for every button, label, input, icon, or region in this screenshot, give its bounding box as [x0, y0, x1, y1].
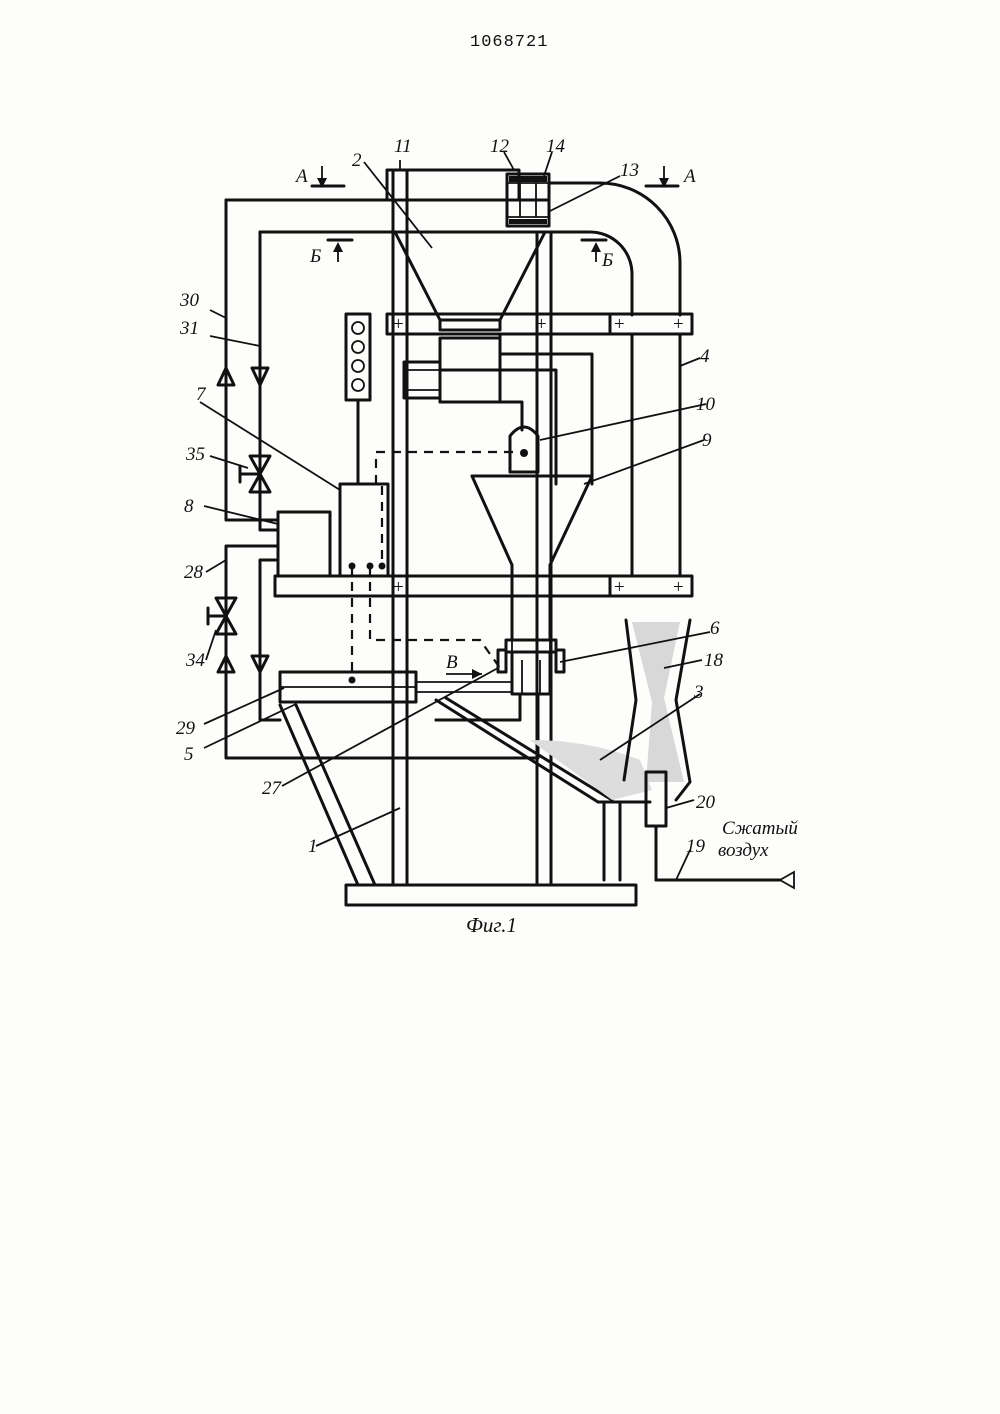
svg-text:11: 11 [394, 136, 412, 157]
valve-6 [498, 640, 564, 694]
svg-text:8: 8 [184, 496, 194, 517]
figure-caption: Фиг.1 [466, 913, 517, 937]
svg-text:+: + [673, 314, 684, 335]
svg-text:воздух: воздух [718, 840, 769, 861]
svg-text:Сжатый: Сжатый [722, 818, 798, 839]
cylinder-5 [280, 672, 512, 702]
svg-text:В: В [446, 652, 458, 673]
inner-duct [440, 334, 592, 484]
flow-arrow-b: В [446, 652, 482, 679]
valve-35 [240, 456, 270, 492]
upper-crossbeam: + + + + [387, 314, 692, 335]
svg-text:А: А [294, 166, 308, 187]
support-leg [280, 705, 375, 885]
svg-text:30: 30 [179, 290, 200, 311]
svg-text:27: 27 [262, 778, 283, 799]
signal-panel [346, 314, 370, 484]
svg-text:10: 10 [696, 394, 716, 415]
svg-text:31: 31 [179, 318, 199, 339]
svg-text:9: 9 [702, 430, 712, 451]
svg-text:14: 14 [546, 136, 566, 157]
svg-text:4: 4 [700, 346, 710, 367]
svg-text:3: 3 [693, 682, 704, 703]
sensor-10 [510, 427, 538, 472]
svg-text:19: 19 [686, 836, 706, 857]
svg-text:7: 7 [196, 384, 207, 405]
svg-text:6: 6 [710, 618, 720, 639]
svg-text:34: 34 [185, 650, 206, 671]
svg-text:Б: Б [601, 250, 613, 271]
valve-34 [208, 598, 236, 634]
base-plate [346, 885, 636, 905]
valve-block-8 [278, 512, 330, 576]
hopper-9 [472, 476, 592, 640]
svg-text:28: 28 [184, 562, 204, 583]
svg-text:13: 13 [620, 160, 639, 181]
section-markers: А А Б Б [294, 166, 696, 271]
svg-text:12: 12 [490, 136, 510, 157]
svg-text:2: 2 [352, 150, 362, 171]
svg-text:+: + [614, 314, 625, 335]
part-labels: 11 2 12 14 13 4 7 10 9 30 31 35 8 28 34 … [176, 136, 724, 857]
svg-text:5: 5 [184, 744, 194, 765]
svg-text:18: 18 [704, 650, 724, 671]
air-supply-label: Сжатый воздух [718, 818, 798, 861]
svg-text:1: 1 [308, 836, 318, 857]
outer-duct [549, 183, 680, 315]
svg-text:Б: Б [309, 246, 321, 267]
svg-text:+: + [536, 314, 547, 335]
svg-text:+: + [393, 577, 404, 598]
svg-text:29: 29 [176, 718, 196, 739]
svg-text:+: + [393, 314, 404, 335]
svg-text:+: + [614, 577, 625, 598]
svg-text:20: 20 [696, 792, 716, 813]
document-number: 1068721 [470, 33, 548, 52]
middle-crossbeam: + + + [275, 576, 692, 598]
svg-text:А: А [682, 166, 696, 187]
pipe-4 [632, 334, 680, 576]
chute-3 [436, 698, 652, 880]
control-block-7 [340, 484, 388, 576]
svg-text:35: 35 [185, 444, 205, 465]
svg-text:+: + [673, 577, 684, 598]
pipe-lines [226, 200, 538, 758]
signal-lines [352, 452, 516, 680]
